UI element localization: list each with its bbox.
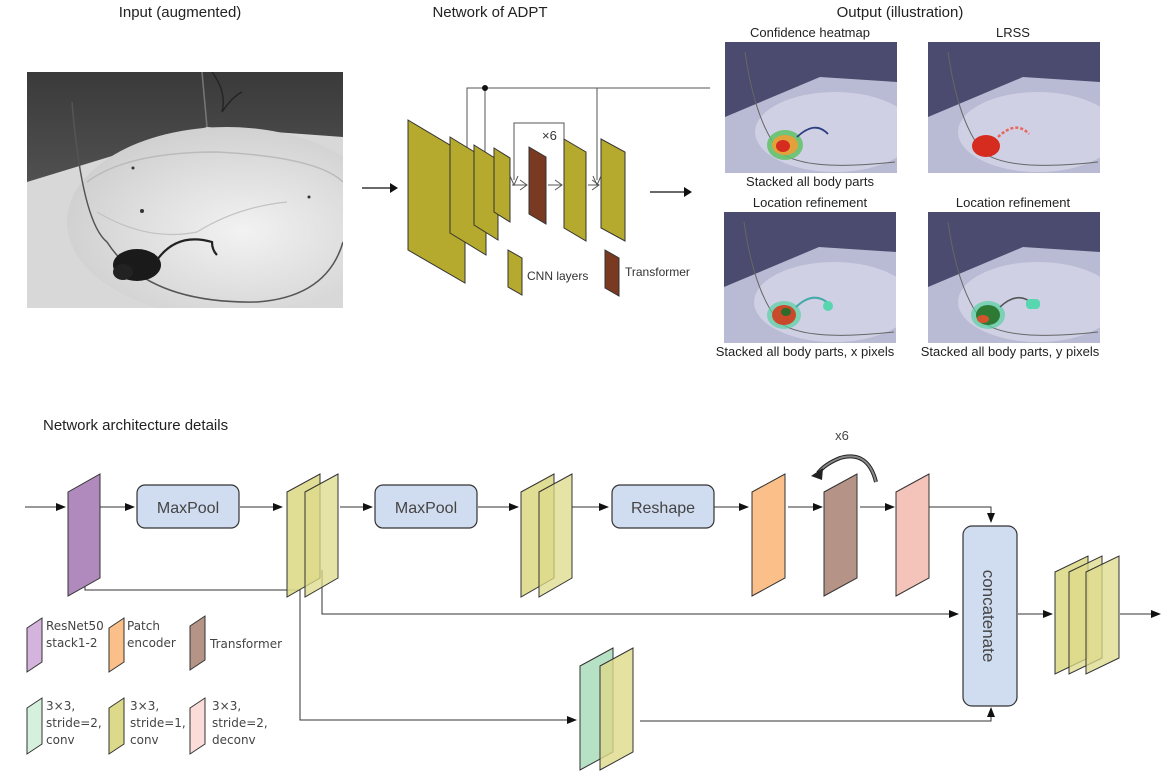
maxpool-box bbox=[136, 484, 240, 529]
deconv-block bbox=[895, 473, 930, 597]
patch-encoder-block bbox=[751, 473, 786, 597]
architecture-legend: ResNet50 stack1-2 Patch encoder Transfor… bbox=[26, 612, 316, 762]
legend-swatch-conv-stride1 bbox=[108, 697, 125, 755]
lrss-image bbox=[928, 42, 1100, 173]
repeat-arrow bbox=[816, 454, 878, 483]
network-title: Network of ADPT bbox=[432, 4, 548, 21]
output-panel-caption: Stacked all body parts bbox=[746, 174, 874, 189]
legend-label-conv-stride2: 3×3, stride=2, conv bbox=[46, 699, 102, 747]
confidence-heatmap-image bbox=[725, 42, 897, 173]
transformer-legend-label: Transformer bbox=[625, 265, 690, 279]
legend-label-resnet: ResNet50 stack1-2 bbox=[46, 619, 104, 650]
input-image bbox=[27, 72, 343, 308]
location-refinement-y-image bbox=[928, 212, 1100, 343]
output-panel-title: LRSS bbox=[996, 25, 1030, 40]
reshape-box bbox=[611, 484, 715, 529]
transformer-block bbox=[823, 473, 858, 597]
output-panel-caption: Stacked all body parts, x pixels bbox=[715, 344, 895, 359]
maxpool-label: MaxPool bbox=[157, 500, 219, 517]
transformer-legend-swatch bbox=[604, 249, 620, 297]
output-title: Output (illustration) bbox=[836, 4, 964, 21]
mouse-arena-photo bbox=[27, 72, 343, 308]
conv-block bbox=[304, 473, 339, 598]
reshape-label: Reshape bbox=[631, 500, 695, 517]
maxpool-label: MaxPool bbox=[395, 500, 457, 517]
legend-label-transformer: Transformer bbox=[210, 637, 283, 651]
conv-block bbox=[538, 473, 573, 598]
input-title: Input (augmented) bbox=[118, 4, 242, 21]
legend-swatch-transformer bbox=[189, 615, 206, 671]
cnn-layer-block bbox=[600, 138, 626, 242]
location-refinement-x-image bbox=[724, 212, 896, 343]
repeat-arrowhead bbox=[811, 468, 823, 480]
adpt-network-diagram: ×6 CNN layers Transformer bbox=[407, 85, 710, 297]
repeat-arrow-inner bbox=[817, 455, 877, 483]
input-arrow bbox=[362, 183, 398, 193]
repeat-label: x6 bbox=[835, 430, 849, 443]
cnn-legend-label: CNN layers bbox=[527, 269, 588, 283]
output-panel-title: Confidence heatmap bbox=[750, 25, 870, 40]
legend-label-deconv: 3×3, stride=2, deconv bbox=[212, 699, 268, 747]
repeat-label: ×6 bbox=[542, 128, 557, 143]
conv-block bbox=[599, 647, 634, 771]
legend-swatch-conv-stride2 bbox=[26, 697, 43, 755]
legend-swatch-patch-encoder bbox=[108, 617, 125, 673]
legend-swatch-resnet bbox=[26, 617, 43, 673]
skip-arrow bbox=[321, 570, 959, 618]
cnn-layer-block bbox=[473, 144, 499, 241]
concatenate-label: concatenate bbox=[979, 570, 998, 663]
output-panel-title: Location refinement bbox=[955, 195, 1071, 210]
cnn-legend-swatch bbox=[507, 249, 523, 296]
legend-swatch-deconv bbox=[189, 697, 206, 755]
output-panel-caption: Stacked all body parts, y pixels bbox=[920, 344, 1100, 359]
output-panel-title: Location refinement bbox=[752, 195, 868, 210]
resnet-block bbox=[67, 473, 101, 597]
concatenate-box bbox=[962, 525, 1018, 707]
output-arrow bbox=[650, 187, 692, 197]
cnn-layer-block bbox=[563, 138, 587, 242]
architecture-title: Network architecture details bbox=[43, 417, 229, 434]
junction-dot bbox=[482, 85, 488, 91]
transformer-block bbox=[528, 146, 547, 225]
legend-label-patch-encoder: Patch encoder bbox=[127, 619, 176, 650]
maxpool-box bbox=[374, 484, 478, 529]
architecture-diagram: MaxPool MaxPool Reshape x6 concatenate bbox=[25, 430, 1161, 771]
flow-arrow bbox=[929, 506, 995, 523]
cnn-layer-block bbox=[493, 147, 511, 223]
flow-arrow bbox=[640, 707, 995, 722]
legend-label-conv-stride1: 3×3, stride=1, conv bbox=[130, 699, 186, 747]
conv-block bbox=[1085, 555, 1120, 675]
